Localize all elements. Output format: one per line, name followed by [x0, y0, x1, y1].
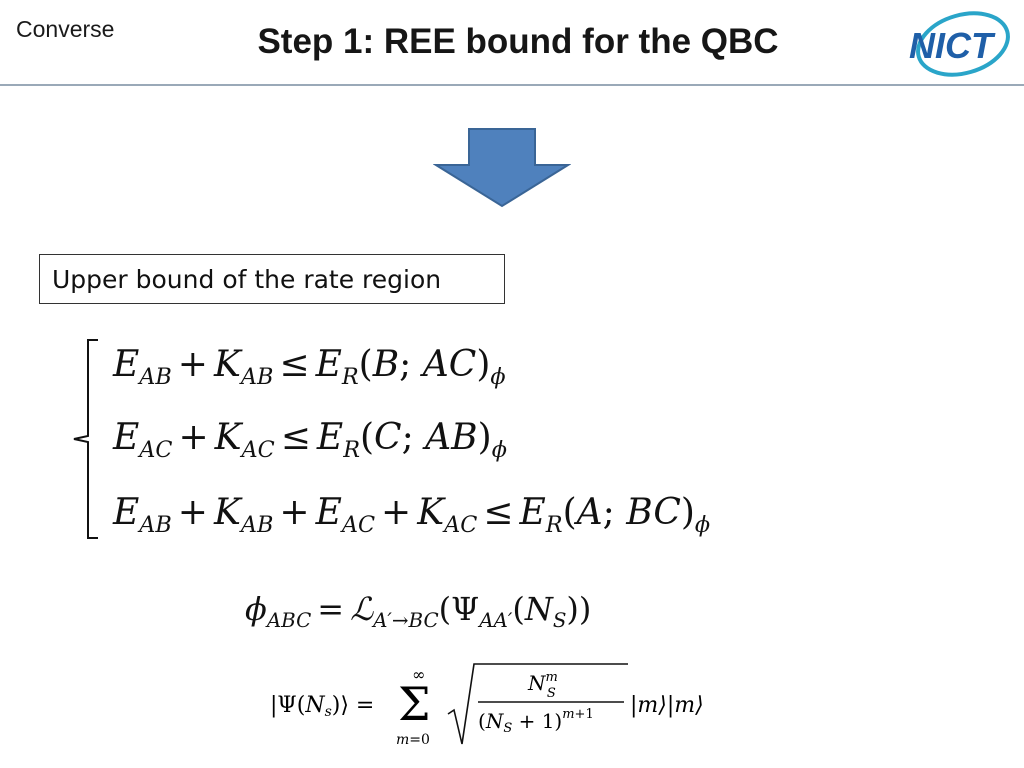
rate-region-label: Upper bound of the rate region	[39, 254, 505, 304]
slide-title: Step 1: REE bound for the QBC	[257, 22, 779, 61]
inequality-1: EAB+KAB≤ER(B; AC)ϕ	[113, 344, 506, 390]
svg-text:NmS: NmS	[527, 670, 558, 701]
down-arrow-icon	[432, 127, 572, 209]
left-brace	[72, 338, 102, 540]
svg-text:Σ: Σ	[398, 677, 431, 731]
nict-logo: NICT	[905, 8, 1013, 80]
state-definition: ϕABC=ℒA′→BC(ΨAA′(NS))	[245, 590, 592, 632]
section-label: Converse	[16, 16, 115, 42]
svg-text:(NS + 1)m+1: (NS + 1)m+1	[478, 707, 594, 736]
inequality-3: EAB+KAB+EAC+KAC≤ER(A; BC)ϕ	[113, 492, 711, 538]
inequality-2: EAC+KAC≤ER(C; AB)ϕ	[113, 417, 507, 463]
header-divider	[0, 84, 1024, 86]
logo-text: NICT	[909, 25, 996, 66]
svg-text:m=0: m=0	[396, 732, 430, 748]
svg-text:∞: ∞	[412, 665, 425, 684]
svg-text:|Ψ(Ns)⟩ =: |Ψ(Ns)⟩ =	[270, 693, 374, 720]
svg-text:|m⟩|m⟩: |m⟩|m⟩	[630, 693, 704, 718]
